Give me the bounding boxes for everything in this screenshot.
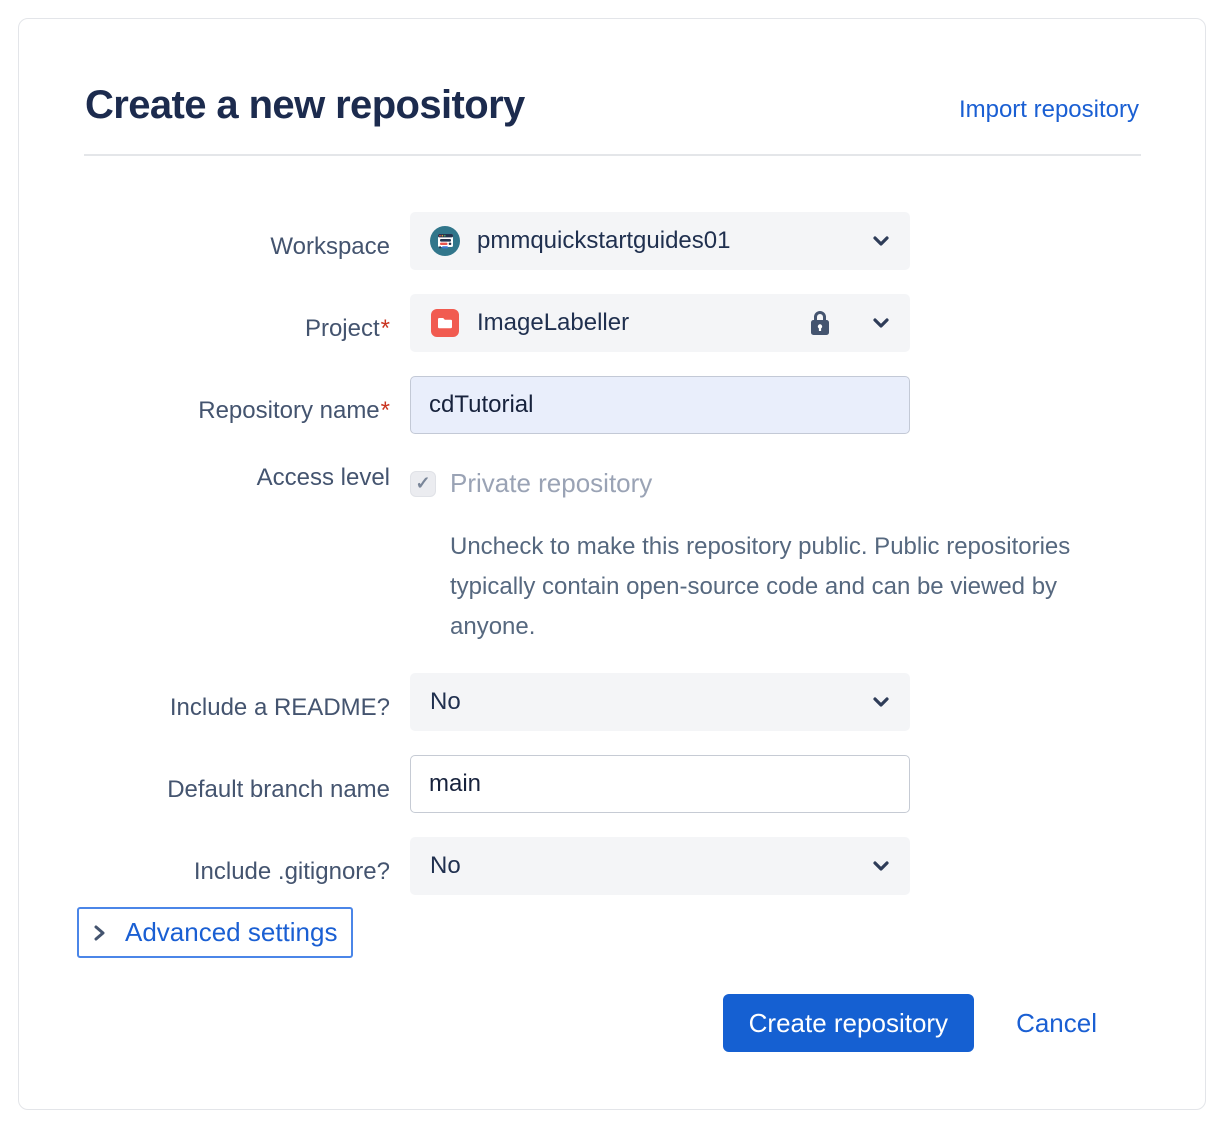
create-repository-dialog: Create a new repository Import repositor…	[18, 18, 1206, 1110]
create-repository-button[interactable]: Create repository	[722, 994, 975, 1052]
include-gitignore-label: Include .gitignore?	[193, 858, 390, 885]
private-repository-label: Private repository	[450, 468, 653, 498]
workspace-select[interactable]: pmmquickstartguides01	[410, 212, 910, 270]
lock-icon	[808, 309, 832, 337]
include-gitignore-row: Include .gitignore? No	[84, 837, 1141, 895]
access-level-help-text: Uncheck to make this repository public. …	[450, 533, 1071, 640]
advanced-settings-label: Advanced settings	[125, 917, 338, 947]
default-branch-input[interactable]	[410, 755, 910, 813]
include-readme-label: Include a README?	[169, 694, 390, 721]
project-select[interactable]: ImageLabeller	[410, 294, 910, 352]
page-title: Create a new repository	[85, 83, 525, 127]
required-asterisk: *	[380, 315, 390, 342]
required-asterisk: *	[380, 397, 390, 424]
advanced-settings-toggle[interactable]: Advanced settings	[77, 907, 354, 958]
access-level-row: Access level ✓ Private repository Unchec…	[84, 458, 1141, 647]
repository-name-input[interactable]	[410, 376, 910, 434]
project-label: Project*	[304, 315, 390, 342]
import-repository-link[interactable]: Import repository	[958, 96, 1139, 123]
repository-name-label: Repository name*	[198, 397, 390, 424]
workspace-value: pmmquickstartguides01	[477, 227, 731, 254]
workspace-label: Workspace	[270, 233, 390, 260]
chevron-down-icon	[870, 855, 892, 877]
chevron-down-icon	[870, 691, 892, 713]
include-gitignore-value: No	[430, 852, 461, 879]
include-gitignore-select[interactable]: No	[410, 837, 910, 895]
project-value: ImageLabeller	[477, 309, 630, 336]
repository-name-row: Repository name*	[84, 376, 1141, 434]
dialog-actions: Create repository Cancel	[84, 994, 1141, 1052]
access-level-cell: ✓ Private repository Uncheck to make thi…	[410, 458, 1141, 647]
project-folder-avatar-icon	[430, 308, 460, 338]
include-readme-select[interactable]: No	[410, 673, 910, 731]
chevron-down-icon	[870, 230, 892, 252]
project-row: Project* ImageLabeller	[84, 294, 1141, 352]
private-repository-checkbox[interactable]: ✓	[410, 470, 436, 497]
default-branch-label: Default branch name	[167, 776, 390, 803]
cancel-button[interactable]: Cancel	[1016, 1007, 1097, 1038]
default-branch-row: Default branch name	[84, 755, 1141, 813]
chevron-down-icon	[870, 312, 892, 334]
dialog-header: Create a new repository Import repositor…	[84, 83, 1141, 128]
workspace-row: Workspace pmmquickstartguides01	[84, 212, 1141, 270]
header-divider	[84, 154, 1141, 156]
include-readme-value: No	[430, 688, 461, 715]
include-readme-row: Include a README? No	[84, 673, 1141, 731]
access-level-label: Access level	[256, 464, 390, 491]
workspace-avatar-icon	[430, 226, 460, 256]
chevron-right-icon	[91, 922, 109, 944]
